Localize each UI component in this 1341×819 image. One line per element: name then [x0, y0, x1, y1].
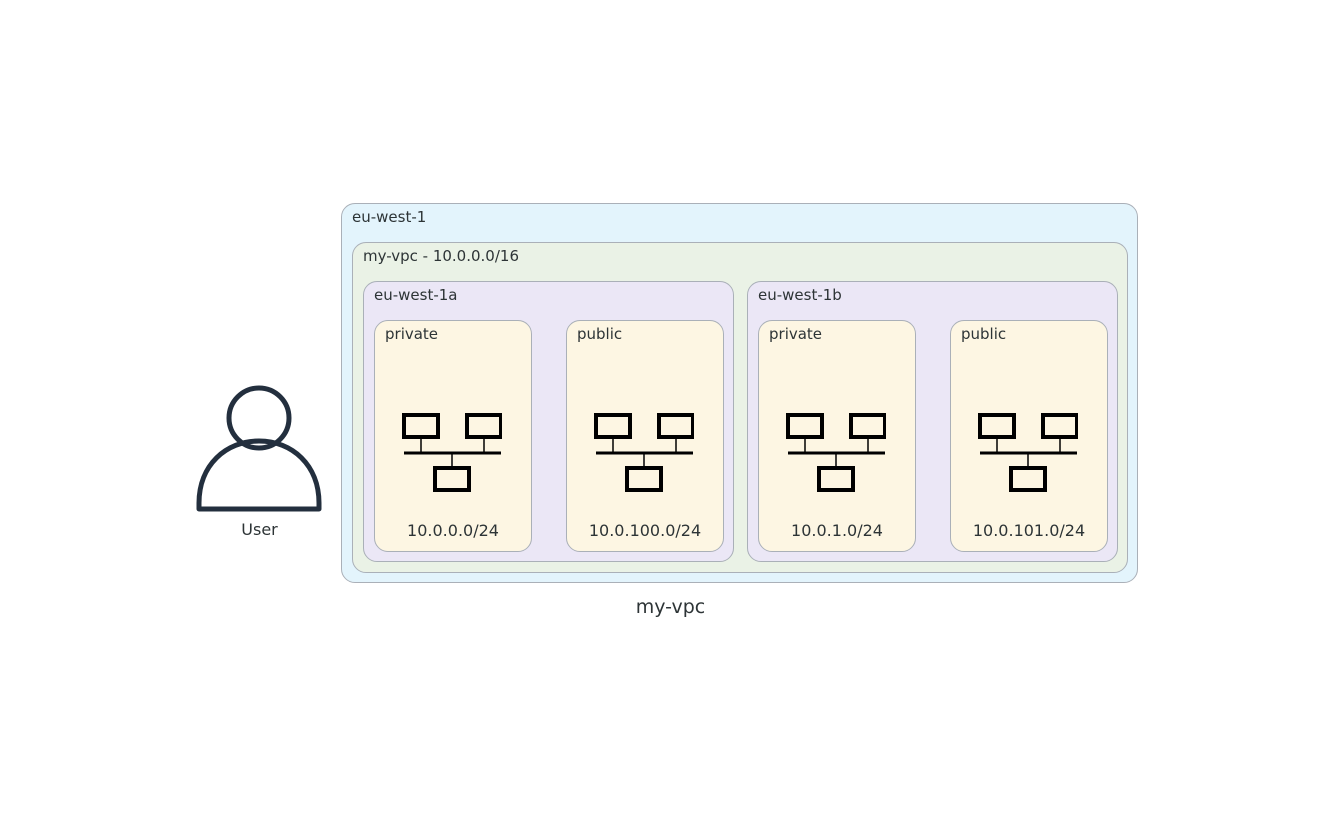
region-label: eu-west-1 — [352, 208, 427, 226]
subnet-cidr: 10.0.1.0/24 — [791, 521, 883, 540]
subnet-cidr: 10.0.101.0/24 — [972, 521, 1086, 540]
subnet-type-label: private — [385, 325, 439, 343]
subnet-private-b: private 10.0.1.0/24 — [758, 320, 916, 552]
user-icon — [196, 385, 322, 512]
vpc-cluster: my-vpc - 10.0.0.0/16 eu-west-1a private … — [352, 242, 1128, 573]
az-cluster-eu-west-1b: eu-west-1b private 10.0.1.0/24 public — [747, 281, 1118, 562]
az-label: eu-west-1b — [758, 286, 842, 304]
network-icon — [402, 413, 502, 492]
network-icon — [978, 413, 1078, 492]
subnet-type-label: public — [577, 325, 623, 343]
subnet-public-a: public 10.0.100.0/24 — [566, 320, 724, 552]
subnet-private-a: private 10.0.0.0/24 — [374, 320, 532, 552]
subnet-cidr: 10.0.100.0/24 — [588, 521, 702, 540]
user-label: User — [241, 520, 278, 539]
vpc-label: my-vpc - 10.0.0.0/16 — [363, 247, 519, 265]
diagram-title: my-vpc — [635, 596, 706, 618]
subnet-cidr: 10.0.0.0/24 — [407, 521, 499, 540]
region-cluster: eu-west-1 my-vpc - 10.0.0.0/16 eu-west-1… — [341, 203, 1138, 583]
az-cluster-eu-west-1a: eu-west-1a private 10.0.0.0/24 public — [363, 281, 734, 562]
subnet-type-label: private — [769, 325, 823, 343]
network-icon — [594, 413, 694, 492]
subnet-public-b: public 10.0.101.0/24 — [950, 320, 1108, 552]
network-icon — [786, 413, 886, 492]
az-label: eu-west-1a — [374, 286, 458, 304]
subnet-type-label: public — [961, 325, 1007, 343]
